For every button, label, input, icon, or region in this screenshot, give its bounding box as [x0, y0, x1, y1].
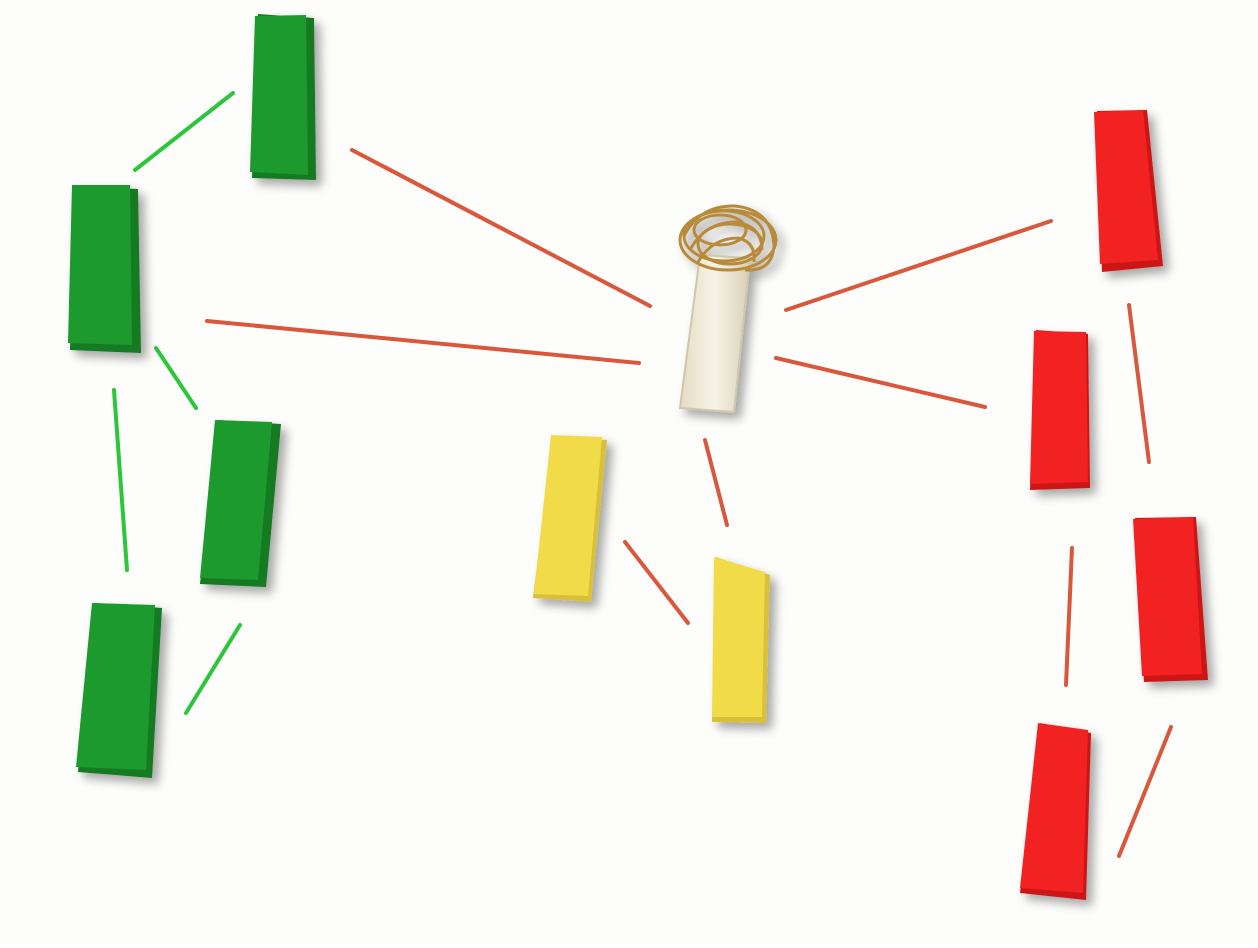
red-link-yellow-to-yellow	[623, 540, 690, 625]
central-hub	[678, 204, 778, 414]
green-blocks	[68, 14, 316, 778]
red-link-hub-to-red-top	[784, 219, 1053, 312]
green-link-2	[154, 346, 198, 410]
red-links	[205, 148, 1173, 858]
yellow-blocks	[533, 435, 770, 723]
red-link-green-mid-to-hub	[205, 319, 641, 365]
hub-yarn	[678, 204, 778, 272]
green-block-4	[76, 603, 162, 778]
red-blocks	[1020, 110, 1208, 900]
hub-peg	[678, 253, 752, 414]
red-block-2	[1030, 330, 1090, 490]
yellow-block-2	[712, 557, 770, 723]
red-link-red-3	[1117, 725, 1173, 858]
green-link-4	[184, 623, 242, 715]
red-link-red-1	[1127, 303, 1151, 464]
green-link-3	[112, 388, 129, 572]
green-links	[112, 91, 242, 715]
red-link-red-2	[1064, 546, 1074, 687]
green-link-1	[133, 91, 235, 172]
red-block-3	[1133, 517, 1208, 682]
red-link-hub-to-yellow	[703, 438, 729, 527]
red-link-green-top-to-hub	[350, 148, 652, 308]
red-link-hub-to-red-mid	[774, 356, 987, 409]
green-block-1	[250, 14, 316, 180]
red-block-4	[1020, 723, 1091, 900]
red-block-1	[1094, 110, 1163, 272]
yellow-block-1	[533, 435, 607, 602]
green-block-3	[200, 420, 281, 587]
green-block-2	[68, 185, 141, 353]
